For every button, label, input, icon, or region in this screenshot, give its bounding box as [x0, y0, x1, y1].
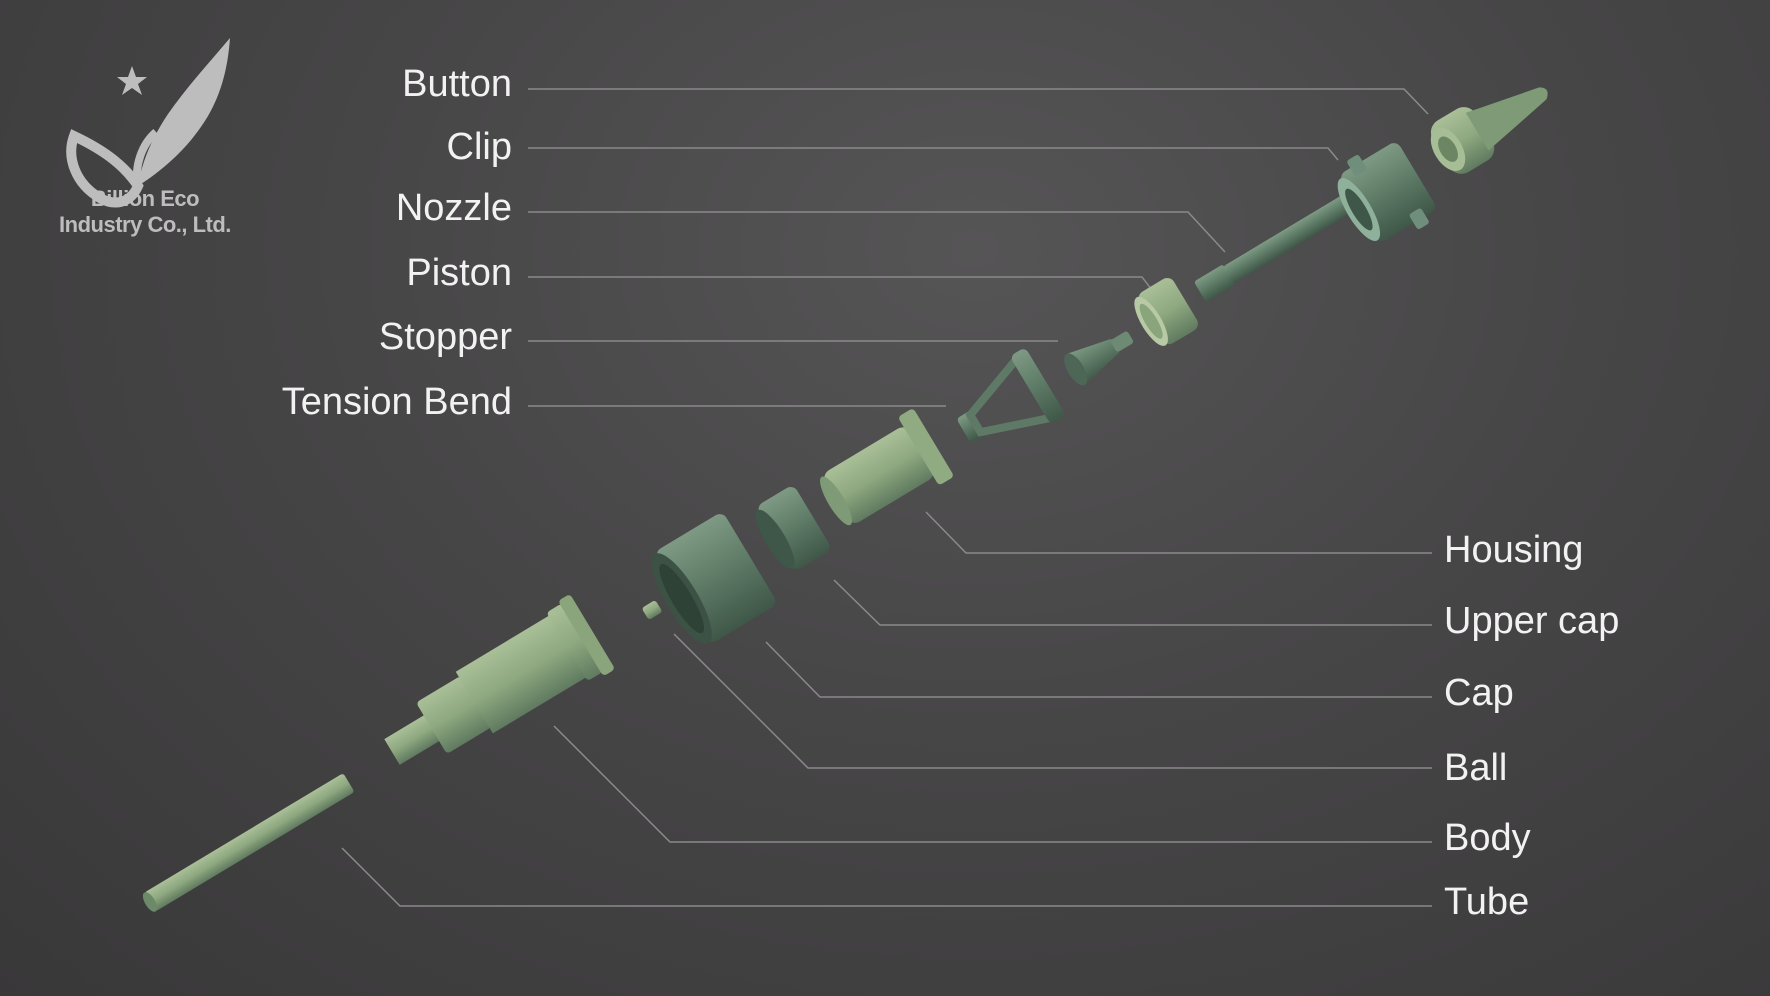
- leaf-star-logo-icon: [66, 38, 230, 208]
- label-stopper: Stopper: [378, 316, 512, 358]
- ball-part: [642, 600, 662, 620]
- nozzle-part: [1194, 180, 1377, 302]
- upper-cap-part: [755, 487, 830, 569]
- leader-line-body: [553, 725, 1432, 843]
- label-cap: Cap: [1444, 672, 1514, 714]
- label-nozzle: Nozzle: [395, 187, 512, 229]
- housing-part: [820, 409, 953, 526]
- label-upper-cap: Upper cap: [1444, 600, 1620, 642]
- stopper-part: [1064, 331, 1134, 386]
- leader-line-housing: [925, 511, 1432, 554]
- label-housing: Housing: [1444, 529, 1584, 571]
- tube-part: [142, 774, 354, 912]
- label-ball: Ball: [1444, 747, 1508, 789]
- label-button: Button: [402, 63, 512, 105]
- cap-part: [651, 514, 776, 644]
- leader-line-nozzle: [528, 211, 1226, 253]
- clip-part: [1337, 143, 1435, 241]
- tension-bend-part: [957, 349, 1065, 442]
- leader-line-ball: [673, 633, 1432, 769]
- button-part: [1430, 87, 1548, 174]
- label-tube: Tube: [1444, 881, 1530, 923]
- label-body: Body: [1444, 817, 1531, 859]
- leader-line-upper-cap: [833, 579, 1432, 626]
- company-name-line1: Billion Eco: [90, 186, 200, 211]
- leader-line-tube: [341, 847, 1432, 907]
- body-part: [384, 595, 614, 765]
- leader-line-clip: [528, 147, 1339, 161]
- label-piston: Piston: [406, 252, 512, 294]
- leader-line-button: [528, 88, 1429, 115]
- label-clip: Clip: [446, 126, 512, 168]
- label-tension-bend: Tension Bend: [281, 381, 512, 423]
- company-name-line2: Industry Co., Ltd.: [59, 212, 231, 237]
- piston-part: [1134, 277, 1198, 346]
- leader-line-piston: [528, 276, 1153, 291]
- leader-line-cap: [765, 641, 1432, 698]
